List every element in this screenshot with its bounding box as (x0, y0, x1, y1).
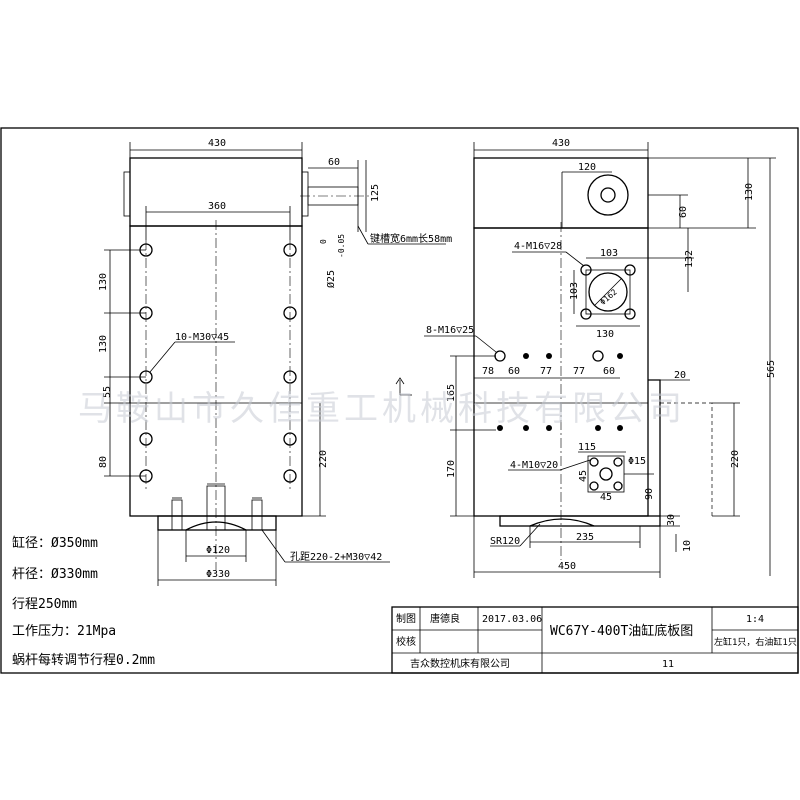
spec-block: 缸径：Ø350mm 杆径：Ø330mm 行程250mm 工作压力：21Mpa 蜗… (12, 535, 155, 668)
right-space-78: 78 (482, 366, 494, 377)
right-dim-90: 90 (644, 488, 655, 500)
right-dim-45b: 45 (600, 492, 612, 503)
left-hole-spacing: 孔距220-2+M30▽42 (290, 551, 382, 563)
left-shaft-dia: Ø25 (325, 270, 337, 288)
right-dim-115: 115 (578, 442, 596, 453)
right-dim-phi15: Φ15 (628, 456, 646, 467)
right-space-60a: 60 (508, 366, 520, 377)
right-dim-170: 170 (446, 460, 457, 478)
right-dim-45a: 45 (578, 470, 589, 482)
right-view: 430 120 60 130 565 Φ162 103 (424, 138, 777, 578)
spec-pressure: 工作压力：21Mpa (12, 624, 116, 639)
tb-quantity: 左缸1只，右油缸1只 (714, 636, 797, 648)
right-circle-dia: Φ162 (598, 287, 619, 306)
right-dim-130: 130 (744, 183, 755, 201)
right-space-77a: 77 (540, 366, 552, 377)
left-shaft-tol-upper: 0 (319, 239, 328, 244)
right-dim-165: 165 (446, 384, 457, 402)
spec-rod: 杆径：Ø330mm (12, 567, 98, 582)
left-bore-dia: Φ120 (206, 545, 230, 556)
right-sq-dim-bottom: 130 (596, 329, 614, 340)
left-outer-dia: Φ330 (206, 569, 230, 580)
right-m16-row-holes-lower (497, 425, 623, 431)
left-dim-125: 125 (370, 184, 381, 202)
spec-stroke: 行程250mm (12, 597, 77, 612)
right-dim-30: 30 (666, 514, 677, 526)
left-bolt-callout: 10-M30▽45 (175, 332, 229, 343)
left-bolt-holes (139, 243, 297, 483)
title-block: 制图 唐德良 2017.03.06 校核 WC67Y-400T油缸底板图 1:4… (391, 606, 799, 674)
left-dim-360: 360 (208, 201, 226, 212)
right-dim-430: 430 (552, 138, 570, 149)
right-sq-dim-top: 103 (600, 248, 618, 259)
tb-scale: 1:4 (746, 614, 764, 625)
tb-drawer: 唐德良 (430, 612, 460, 625)
left-dim-80: 80 (98, 456, 109, 468)
left-dim-55: 55 (102, 386, 113, 398)
right-dim-235: 235 (576, 532, 594, 543)
left-dim-130b: 130 (98, 335, 109, 353)
spec-bore: 缸径：Ø350mm (12, 535, 98, 551)
right-callout-m16-4: 4-M16▽28 (514, 241, 562, 252)
right-callout-m16-8: 8-M16▽25 (426, 325, 474, 336)
right-callout-m10: 4-M10▽20 (510, 460, 558, 471)
right-dim-220: 220 (730, 450, 741, 468)
right-sq-dim-side: 103 (569, 282, 580, 300)
right-dim-450: 450 (558, 561, 576, 572)
tb-date: 2017.03.06 (482, 614, 542, 625)
right-dim-20: 20 (674, 370, 686, 381)
watermark: 马鞍山市久佳重工机械科技有限公司 (78, 389, 686, 429)
right-space-60b: 60 (603, 366, 615, 377)
tb-sheet: 11 (662, 659, 674, 670)
right-m10-holes (589, 457, 623, 491)
left-dim-60: 60 (328, 157, 340, 168)
left-keyway-note: 键槽宽6mm长58mm (370, 232, 452, 245)
right-sr: SR120 (490, 536, 520, 547)
left-dim-220: 220 (318, 450, 329, 468)
spec-adjust: 蜗杆每转调节行程0.2mm (12, 652, 155, 668)
right-dim-60: 60 (678, 206, 689, 218)
tb-draw-label: 制图 (396, 612, 416, 625)
right-dim-132: 132 (684, 250, 695, 268)
right-dim-10: 10 (682, 540, 693, 552)
right-dim-565: 565 (766, 360, 777, 378)
left-dim-430: 430 (208, 138, 226, 149)
right-dim-120: 120 (578, 162, 596, 173)
tb-title: WC67Y-400T油缸底板图 (550, 623, 693, 639)
tb-check-label: 校核 (396, 635, 416, 648)
tb-company: 吉众数控机床有限公司 (410, 657, 510, 670)
right-m16-square-holes (580, 264, 636, 320)
left-dim-130a: 130 (98, 273, 109, 291)
view-arrow (395, 377, 412, 396)
left-view: 430 60 125 Ø25 0 -0.05 键槽宽6mm长58mm 360 (98, 138, 452, 586)
right-space-77b: 77 (573, 366, 585, 377)
right-m16-row-holes-upper (494, 350, 623, 362)
left-shaft-tol-lower: -0.05 (337, 234, 346, 258)
